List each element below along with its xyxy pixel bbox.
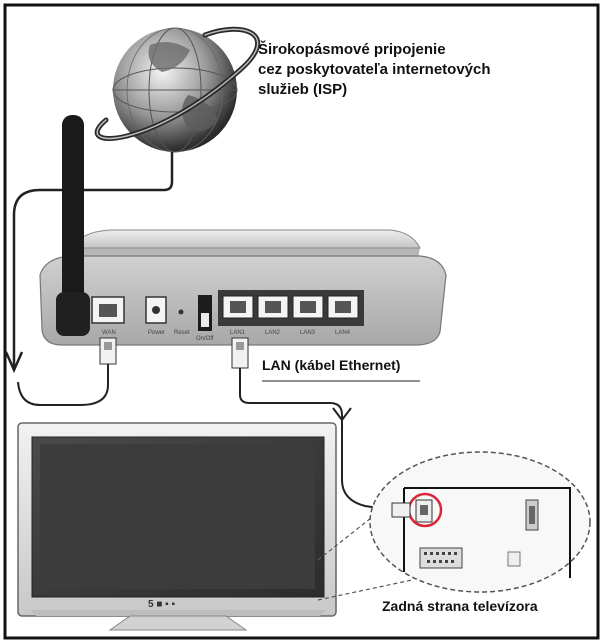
port-label-power: Power [148, 330, 165, 336]
port-label-lan1: LAN1 [230, 330, 246, 336]
isp-cable [12, 152, 174, 370]
wan-port [91, 296, 125, 324]
port-label-lan4: LAN4 [335, 330, 351, 336]
lan-cable-arrow [332, 407, 352, 422]
reset-button [178, 309, 184, 315]
power-switch [198, 295, 212, 331]
router: WAN Power Reset On/Off LAN1 LAN2 LAN3 LA… [39, 115, 447, 346]
lan-ports [218, 290, 364, 326]
isp-label: Širokopásmové pripojenie cez poskytovate… [258, 40, 491, 100]
port-label-onoff: On/Off [196, 336, 214, 342]
router-antenna [56, 115, 90, 336]
zoom-line-bottom [317, 579, 413, 601]
tv-back-label: Zadná strana televízora [382, 598, 538, 614]
globe-icon [94, 26, 261, 153]
tv-back-zoom [369, 451, 591, 593]
lan-cable-label: LAN (kábel Ethernet) [262, 357, 401, 373]
lan-plug [231, 337, 249, 369]
port-label-wan: WAN [102, 330, 116, 336]
isp-label-line2: cez poskytovateľa internetových [258, 61, 491, 78]
isp-label-line3: služieb (ISP) [258, 81, 348, 98]
power-port [145, 296, 167, 324]
wan-plug [99, 337, 117, 365]
port-label-lan3: LAN3 [300, 330, 316, 336]
lan-cable [239, 368, 393, 511]
isp-label-line1: Širokopásmové pripojenie [258, 41, 446, 58]
port-label-reset: Reset [174, 330, 190, 336]
isp-cable-arrow [4, 351, 24, 374]
tv-logo: 5 ■ ▪ ▪ [148, 599, 175, 610]
port-label-lan2: LAN2 [265, 330, 281, 336]
television: 5 ■ ▪ ▪ [17, 422, 337, 631]
wan-cable [17, 364, 109, 406]
